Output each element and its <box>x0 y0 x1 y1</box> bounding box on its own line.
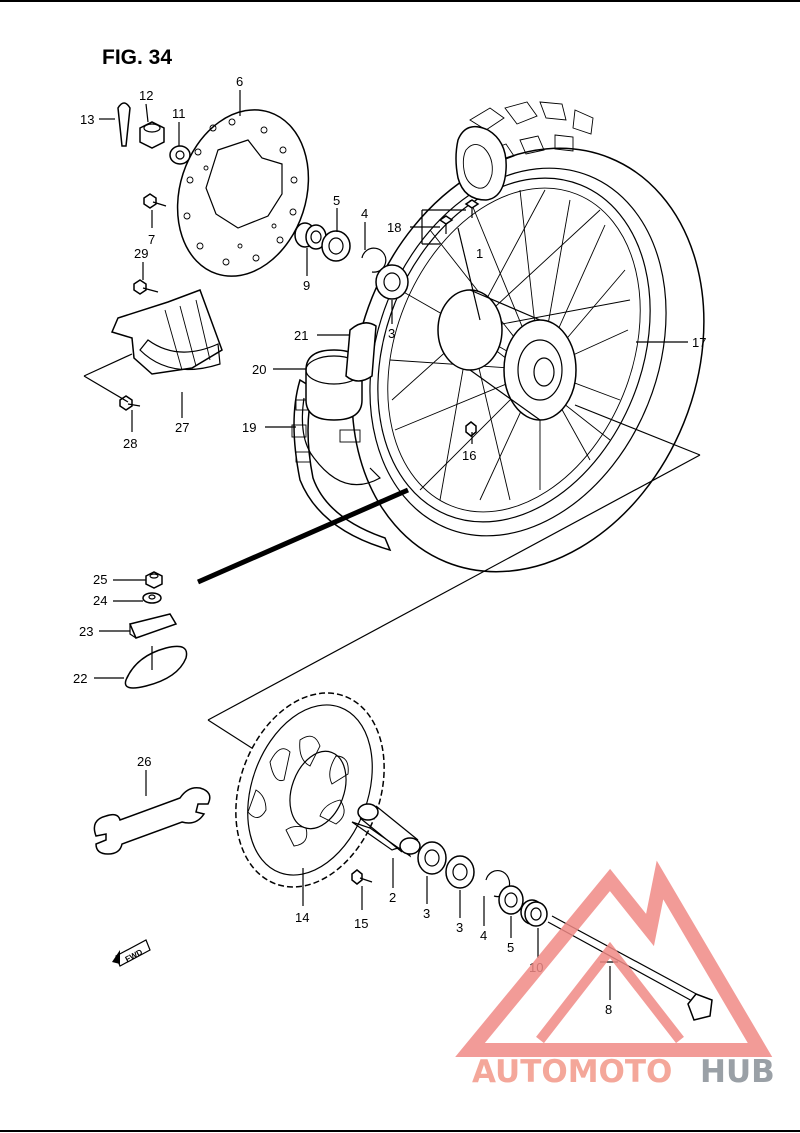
label-11: 11 <box>172 106 186 121</box>
bolt-29 <box>133 279 159 295</box>
rim-band <box>345 322 377 382</box>
watermark-text-hub: HUB <box>700 1054 775 1090</box>
brake-disc <box>176 109 310 277</box>
bearing-3-upper <box>375 264 409 300</box>
axle-nut <box>139 121 165 149</box>
label-19: 19 <box>242 420 256 435</box>
label-29: 29 <box>134 246 148 261</box>
rear-sprocket <box>235 692 385 888</box>
rim-lock-nut <box>145 571 163 589</box>
label-23: 23 <box>79 624 93 639</box>
rim-lock-spacer <box>128 613 178 639</box>
label-8: 8 <box>605 1002 612 1017</box>
label-21: 21 <box>294 328 308 343</box>
label-2: 2 <box>389 890 396 905</box>
label-9: 9 <box>303 278 310 293</box>
spanner-wrench <box>93 786 211 855</box>
bearing-3-lower-b <box>445 855 475 889</box>
label-4-upper: 4 <box>361 206 368 221</box>
label-3-lower-b: 3 <box>456 920 463 935</box>
label-5-lower: 5 <box>507 940 514 955</box>
label-12: 12 <box>139 88 153 103</box>
rear-wheel <box>291 101 705 573</box>
figure-title: FIG. 34 <box>102 46 172 69</box>
label-4-lower: 4 <box>480 928 487 943</box>
disc-bolt <box>143 193 167 209</box>
watermark-text-automoto: AUTOMOTO <box>472 1054 672 1090</box>
valve-nut <box>465 421 477 437</box>
callout-labels: 13 12 11 6 7 29 9 5 4 3 18 1 21 20 19 17… <box>73 74 706 1017</box>
cotter-pin <box>117 102 131 147</box>
disc-cover <box>110 289 223 375</box>
label-27: 27 <box>175 420 189 435</box>
label-3-lower-a: 3 <box>423 906 430 921</box>
bearing-5-upper <box>321 230 351 262</box>
label-13: 13 <box>80 112 94 127</box>
washer-11 <box>169 145 191 165</box>
spoke-set <box>438 199 481 321</box>
label-6: 6 <box>236 74 243 89</box>
label-1: 1 <box>476 246 483 261</box>
label-3-upper: 3 <box>388 326 395 341</box>
hub-sleeve <box>351 803 421 858</box>
label-22: 22 <box>73 671 87 686</box>
label-7: 7 <box>148 232 155 247</box>
bearing-5-lower <box>498 885 524 915</box>
label-24: 24 <box>93 593 107 608</box>
collar-10 <box>520 899 548 927</box>
label-5-upper: 5 <box>333 193 340 208</box>
label-20: 20 <box>252 362 266 377</box>
label-18: 18 <box>387 220 401 235</box>
label-25: 25 <box>93 572 107 587</box>
sprocket-bolt <box>351 869 373 885</box>
spacer-9 <box>294 222 327 250</box>
bolt-28 <box>119 395 141 411</box>
label-28: 28 <box>123 436 137 451</box>
label-14: 14 <box>295 910 309 925</box>
fwd-arrow: FWD <box>112 939 151 967</box>
label-17: 17 <box>692 335 706 350</box>
rim-lock-washer <box>142 592 162 604</box>
label-15: 15 <box>354 916 368 931</box>
rim-lock <box>124 645 188 689</box>
label-16: 16 <box>462 448 476 463</box>
bearing-3-lower-a <box>417 841 447 875</box>
label-26: 26 <box>137 754 151 769</box>
watermark-logo <box>455 860 773 1057</box>
